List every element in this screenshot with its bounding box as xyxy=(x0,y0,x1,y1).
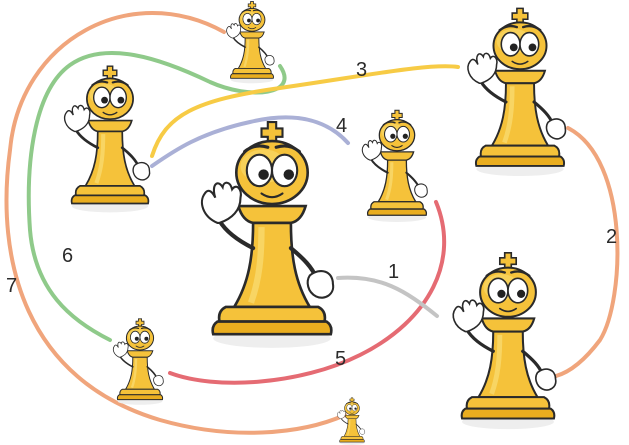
king-piece-7[interactable] xyxy=(113,319,163,405)
king-piece-5[interactable] xyxy=(202,122,333,348)
king-piece-6[interactable] xyxy=(453,253,555,429)
king-piece-1[interactable] xyxy=(227,2,274,84)
king-piece-4[interactable] xyxy=(362,110,427,222)
king-piece-2[interactable] xyxy=(468,8,565,176)
king-piece-8[interactable] xyxy=(337,398,364,445)
king-piece-3[interactable] xyxy=(65,66,150,212)
